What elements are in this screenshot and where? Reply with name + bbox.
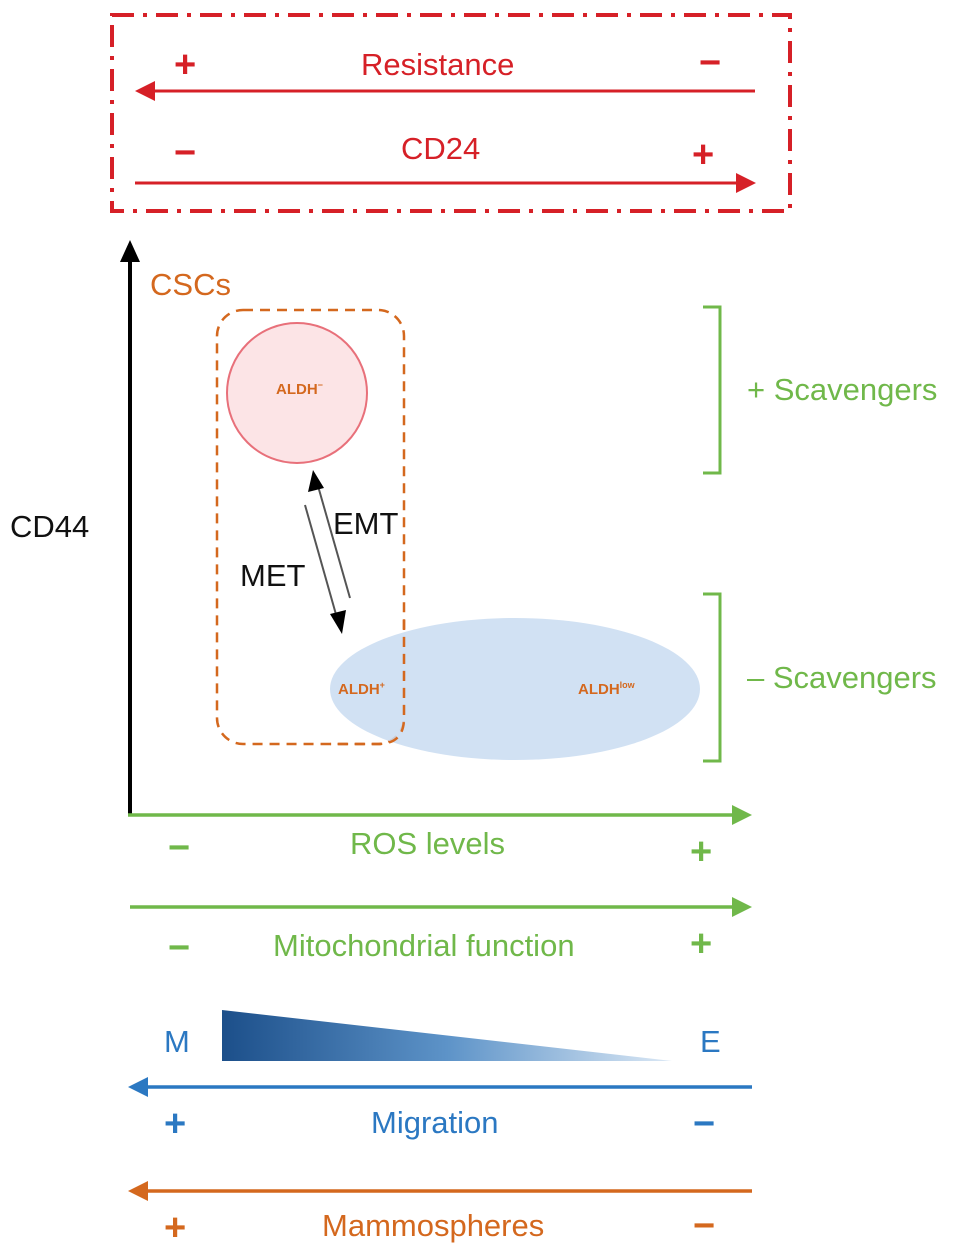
resistance-plus-sign: + [174, 44, 197, 86]
resistance-label: Resistance [361, 47, 515, 82]
mammospheres-label: Mammospheres [322, 1208, 545, 1243]
aldh-negative-sup: − [317, 380, 323, 390]
aldh-low-population [330, 618, 700, 760]
csc-label: CSCs [150, 267, 231, 302]
csc-region-overlay [330, 620, 406, 746]
mito-label: Mitochondrial function [273, 928, 575, 963]
cd44-axis-label: CD44 [10, 509, 90, 544]
plus-scavengers-bracket [703, 305, 722, 475]
ros-plus-sign: + [690, 831, 713, 873]
aldh-low-base: ALDH [578, 681, 620, 698]
mammospheres-arrow [128, 1181, 752, 1201]
met-label: MET [240, 558, 306, 593]
met-arrow [304, 504, 346, 634]
mito-arrow [130, 897, 752, 917]
cd24-label: CD24 [401, 131, 481, 166]
cd24-arrow [135, 173, 756, 193]
csc-region [215, 308, 406, 746]
migration-plus-sign: + [164, 1103, 187, 1145]
ros-minus-sign: − [168, 827, 191, 869]
mito-plus-sign: + [690, 923, 713, 965]
ros-axis-arrow [128, 805, 752, 825]
aldh-low-sup: low [619, 680, 635, 690]
aldh-negative-base: ALDH [276, 381, 318, 398]
mesenchymal-label: M [164, 1024, 190, 1059]
aldh-positive-label: ALDH+ [338, 680, 385, 698]
aldh-negative-label: ALDH− [276, 380, 323, 398]
cd24-plus-sign: + [692, 134, 715, 176]
emt-label: EMT [333, 506, 399, 541]
emt-arrow [308, 470, 351, 599]
mammospheres-minus-sign: − [693, 1205, 716, 1247]
aldh-negative-cell [226, 322, 368, 464]
epithelial-label: E [700, 1024, 721, 1059]
migration-arrow [128, 1077, 752, 1097]
resistance-minus-sign: − [699, 42, 722, 84]
plus-scavengers-label: + Scavengers [747, 372, 938, 407]
mito-minus-sign: − [168, 927, 191, 969]
aldh-positive-base: ALDH [338, 681, 380, 698]
cd44-axis-arrow [120, 240, 140, 815]
migration-label: Migration [371, 1105, 499, 1140]
cd24-minus-sign: − [174, 132, 197, 174]
aldh-positive-sup: + [379, 680, 385, 690]
resistance-cd24-box [110, 13, 792, 213]
ros-label: ROS levels [350, 826, 506, 861]
minus-scavengers-bracket [703, 592, 722, 763]
mammospheres-plus-sign: + [164, 1207, 187, 1249]
minus-scavengers-label: – Scavengers [747, 660, 937, 695]
resistance-arrow [135, 81, 755, 101]
migration-minus-sign: − [693, 1103, 716, 1145]
aldh-low-label: ALDHlow [578, 680, 635, 698]
mesenchymal-epithelial-gradient [222, 1010, 672, 1061]
